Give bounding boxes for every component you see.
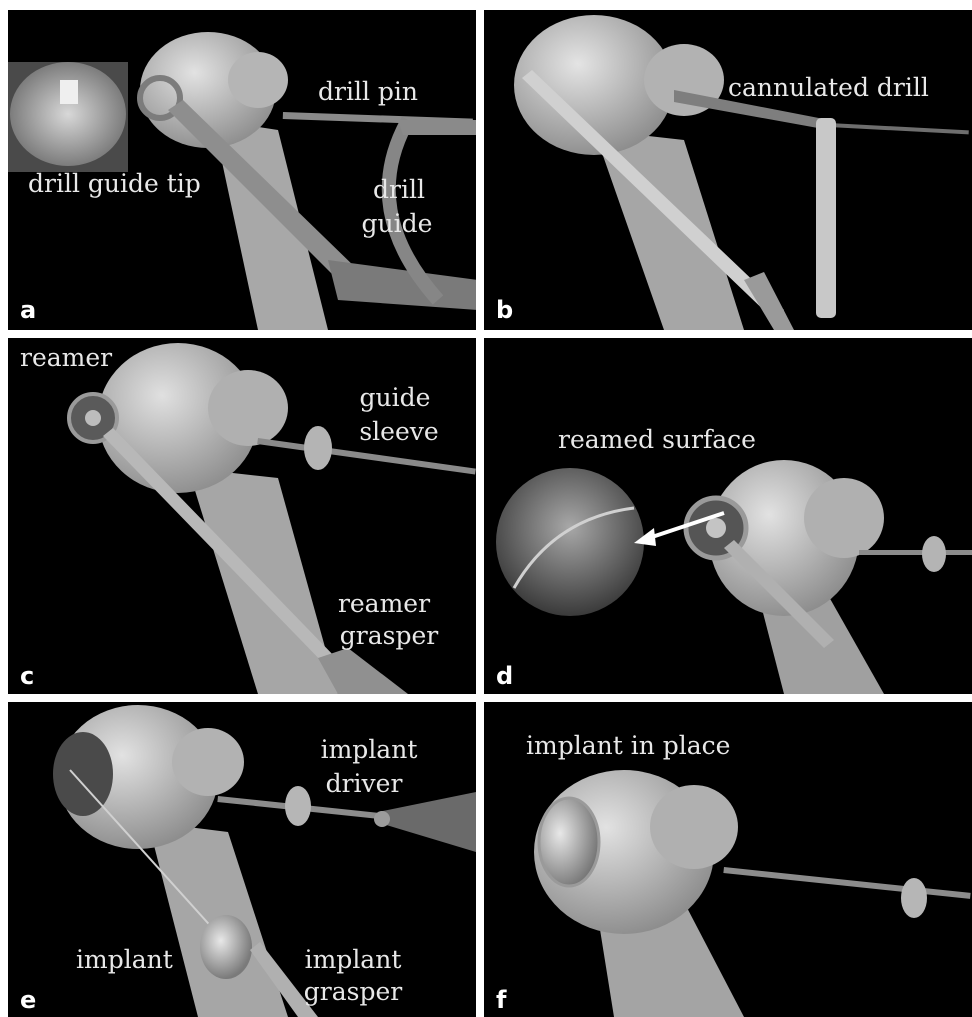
panel-b: cannulated drill b	[484, 10, 972, 330]
label-cannulated-drill: cannulated drill	[728, 74, 929, 102]
label-grasper: grasper	[298, 978, 408, 1006]
panel-f: implant in place f	[484, 702, 972, 1017]
label-reamer-top: reamer	[20, 344, 112, 372]
label-drill-pin: drill pin	[318, 78, 418, 106]
panel-letter-b: b	[496, 298, 513, 322]
label-driver: driver	[314, 770, 414, 798]
panel-letter-e: e	[20, 988, 36, 1012]
panel-letter-f: f	[496, 988, 506, 1012]
label-sleeve: sleeve	[354, 418, 444, 446]
label-reamed-surface: reamed surface	[558, 426, 756, 454]
panel-a: drill guide tip drill pin drill guide a	[8, 10, 476, 330]
label-drill: drill	[364, 176, 434, 204]
label-reamer-bottom: reamer	[334, 590, 434, 618]
panel-d-illustration	[484, 338, 972, 694]
label-implant-left: implant	[76, 946, 173, 974]
label-drill-guide-tip: drill guide tip	[28, 170, 201, 198]
panel-letter-a: a	[20, 298, 36, 322]
label-implant-in-place: implant in place	[526, 732, 730, 760]
panel-c: reamer guide sleeve reamer grasper c	[8, 338, 476, 694]
label-implant-top: implant	[314, 736, 424, 764]
panel-d: reamed surface d	[484, 338, 972, 694]
panel-letter-d: d	[496, 664, 513, 688]
label-grasper: grasper	[334, 622, 444, 650]
panel-b-illustration	[484, 10, 972, 330]
panel-e: implant driver implant implant grasper e	[8, 702, 476, 1017]
panel-letter-c: c	[20, 664, 34, 688]
label-implant-bottom: implant	[298, 946, 408, 974]
label-guide: guide	[354, 384, 436, 412]
label-guide: guide	[352, 210, 442, 238]
